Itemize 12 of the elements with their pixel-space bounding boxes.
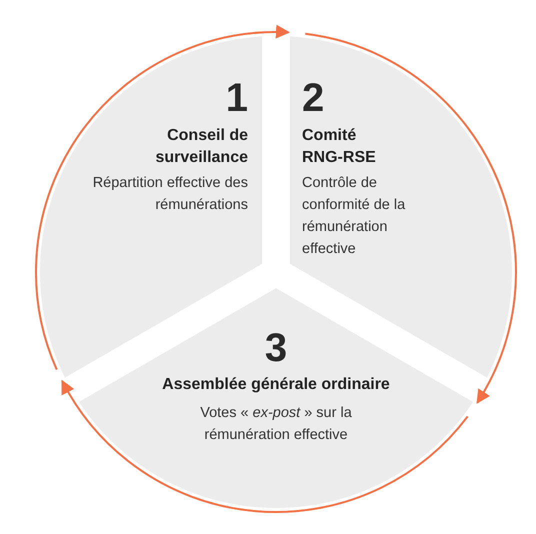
step-number: 1 xyxy=(224,78,248,118)
step-number: 3 xyxy=(264,328,288,368)
step-title: Comité RNG-RSE xyxy=(302,126,377,168)
cycle-arrow xyxy=(305,32,517,404)
cycle-arrow xyxy=(35,25,290,370)
cycle-arrow xyxy=(61,380,468,513)
step-description: Répartition effective des rémunérations xyxy=(92,174,248,215)
step-number: 2 xyxy=(302,78,326,118)
step-title: Conseil de surveillance xyxy=(154,126,248,168)
step-description: Contrôle de conformité de la rémunération effective xyxy=(302,174,406,259)
step-description: Votes « ex-post » sur la rémunération effective xyxy=(199,404,353,445)
step-title: Assemblée générale ordinaire xyxy=(161,375,391,395)
